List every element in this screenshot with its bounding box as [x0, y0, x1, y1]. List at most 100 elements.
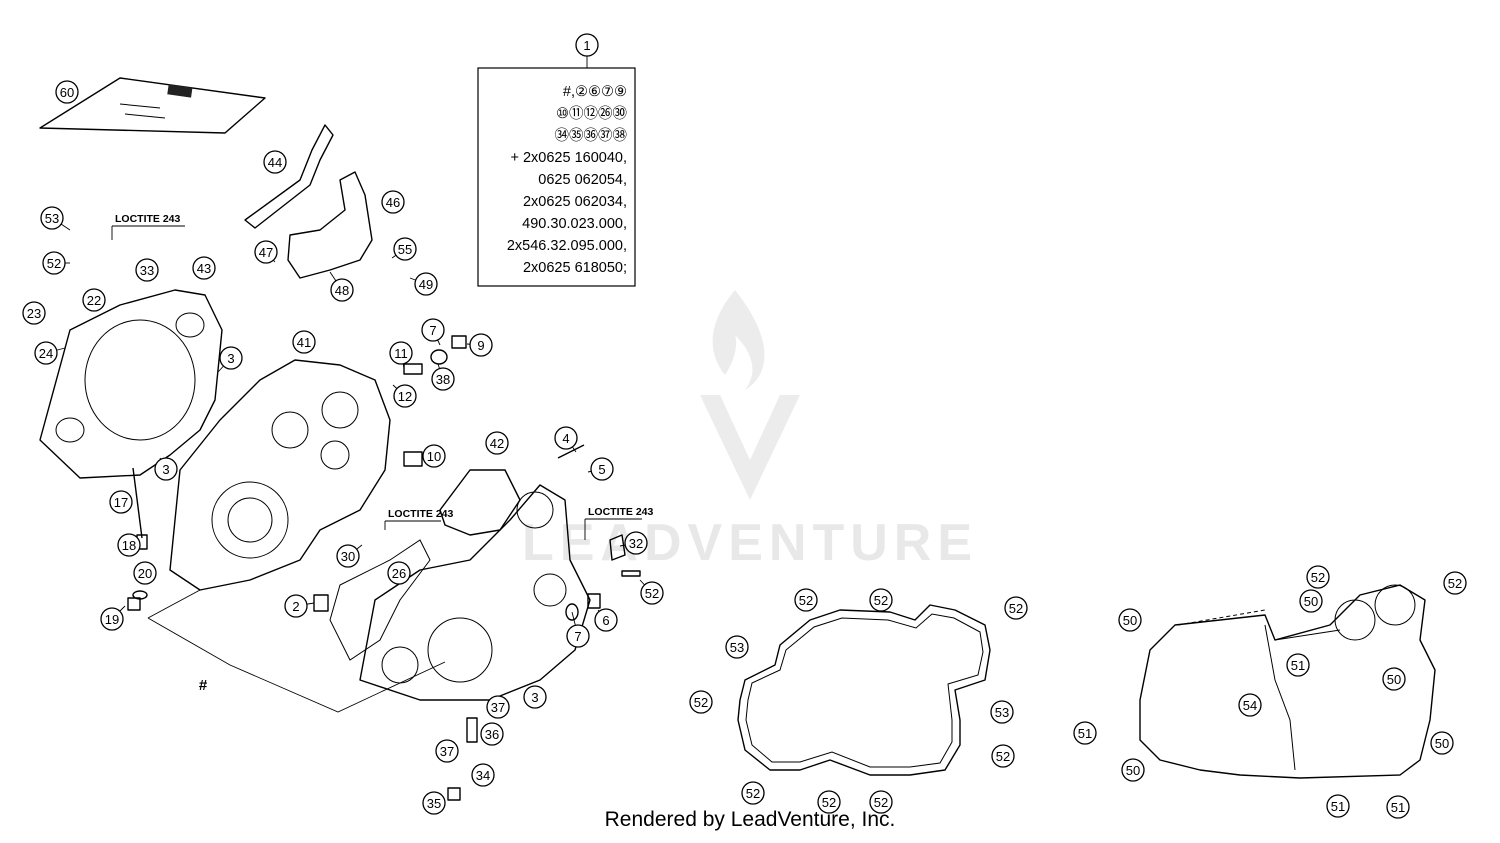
- callout-circle: [554, 426, 578, 450]
- callout-circle: [1430, 731, 1454, 755]
- loctite-label-2: LOCTITE 243: [388, 508, 454, 520]
- callout-number: 46: [386, 195, 400, 210]
- callout-part: 2: [284, 594, 315, 618]
- callout-circle: [590, 457, 614, 481]
- kit-line: 2x546.32.095.000,: [507, 238, 627, 254]
- spring-11: [403, 363, 423, 375]
- callout-number: 52: [996, 749, 1010, 764]
- clip-32: [609, 534, 626, 561]
- callout-gasket-right: 50: [1299, 589, 1323, 613]
- spring-36: [466, 717, 478, 743]
- callout-number: 52: [874, 593, 888, 608]
- callout-number: 52: [874, 795, 888, 810]
- callout-number: 20: [138, 566, 152, 581]
- gasket-middle: [737, 604, 991, 776]
- callout-part: 52: [42, 251, 70, 275]
- callout-number: 6: [602, 613, 609, 628]
- callout-gasket-right: 50: [1118, 608, 1142, 632]
- callout-circle: [336, 544, 360, 568]
- callout-number: 35: [427, 796, 441, 811]
- callout-number: 18: [122, 538, 136, 553]
- callout-number: 44: [268, 155, 282, 170]
- callout-number: 51: [1331, 799, 1345, 814]
- callout-number: 33: [140, 263, 154, 278]
- callout-number: 26: [392, 566, 406, 581]
- callout-part: 46: [381, 190, 405, 214]
- callout-number: 3: [162, 462, 169, 477]
- callout-part: 38: [431, 363, 455, 391]
- callout-number: 34: [476, 768, 490, 783]
- callout-number: 3: [227, 351, 234, 366]
- callout-circle: [435, 739, 459, 763]
- kit-line: 0625 062054,: [538, 172, 627, 188]
- callout-circle: [794, 588, 818, 612]
- plug-6: [587, 593, 601, 609]
- callout-part: 41: [292, 330, 316, 354]
- callout-number: 48: [335, 283, 349, 298]
- callout-circle: [192, 256, 216, 280]
- callout-circle: [1386, 795, 1410, 819]
- callout-part: 3: [217, 346, 243, 373]
- callout-part: 7: [566, 611, 590, 648]
- callout-gasket-middle: 52: [794, 588, 818, 612]
- callout-gasket-right: 51: [1286, 653, 1310, 677]
- callout-gasket-middle: 53: [990, 700, 1014, 724]
- callout-number: 17: [114, 495, 128, 510]
- callout-gasket-right: 50: [1382, 667, 1406, 691]
- callout-gasket-middle: 52: [741, 781, 765, 805]
- callout-circle: [575, 33, 599, 57]
- callout-gasket-right: 52: [1443, 571, 1467, 595]
- callout-circle: [100, 607, 124, 631]
- callout-circle: [284, 594, 308, 618]
- callout-circle: [431, 367, 455, 391]
- callout-number: 2: [292, 599, 299, 614]
- callout-number: 51: [1078, 726, 1092, 741]
- callout-gasket-right: 54: [1238, 693, 1262, 717]
- callout-circle: [480, 722, 504, 746]
- callout-part: 47: [254, 240, 278, 264]
- callout-circle: [133, 561, 157, 585]
- callout-circle: [1004, 596, 1028, 620]
- callout-number: 51: [1291, 658, 1305, 673]
- callout-number: 4: [562, 431, 569, 446]
- callout-number: 52: [822, 795, 836, 810]
- callout-number: 50: [1435, 736, 1449, 751]
- callout-circle: [1443, 571, 1467, 595]
- callout-circle: [254, 240, 278, 264]
- callout-circle: [422, 791, 446, 815]
- callout-number: 11: [394, 346, 408, 361]
- callout-number: 37: [491, 700, 505, 715]
- kit-line: 2x0625 062034,: [523, 194, 627, 210]
- callout-gasket-right: 51: [1326, 794, 1350, 818]
- callout-part: 12: [392, 384, 417, 408]
- plug-19: [127, 597, 141, 611]
- callout-number: 38: [436, 372, 450, 387]
- callout-circle: [1326, 794, 1350, 818]
- callout-number: 19: [105, 612, 119, 627]
- gasket-42: [439, 469, 521, 536]
- callout-circle: [741, 781, 765, 805]
- callout-circle: [422, 444, 446, 468]
- callout-gasket-middle: 52: [689, 690, 713, 714]
- callout-part: 42: [485, 431, 509, 455]
- loctite-label-3: LOCTITE 243: [588, 506, 654, 518]
- callout-circle: [330, 278, 354, 302]
- callout-part: 20: [133, 561, 157, 585]
- callout-number: 53: [730, 640, 744, 655]
- callout-part: 5: [587, 457, 614, 481]
- callout-gasket-right: 50: [1430, 731, 1454, 755]
- callout-part: 22: [82, 288, 106, 312]
- callout-part: 4: [554, 426, 578, 453]
- callout-circle: [1382, 667, 1406, 691]
- callout-circle: [1306, 565, 1330, 589]
- pin-4: [557, 444, 585, 459]
- callout-number: 7: [574, 629, 581, 644]
- crankcase-left: [169, 359, 391, 591]
- callout-circle: [40, 206, 64, 230]
- callout-number: 51: [1391, 800, 1405, 815]
- callout-circle: [292, 330, 316, 354]
- kit-line: + 2x0625 160040,: [510, 150, 627, 166]
- hash-bracket: [147, 617, 446, 713]
